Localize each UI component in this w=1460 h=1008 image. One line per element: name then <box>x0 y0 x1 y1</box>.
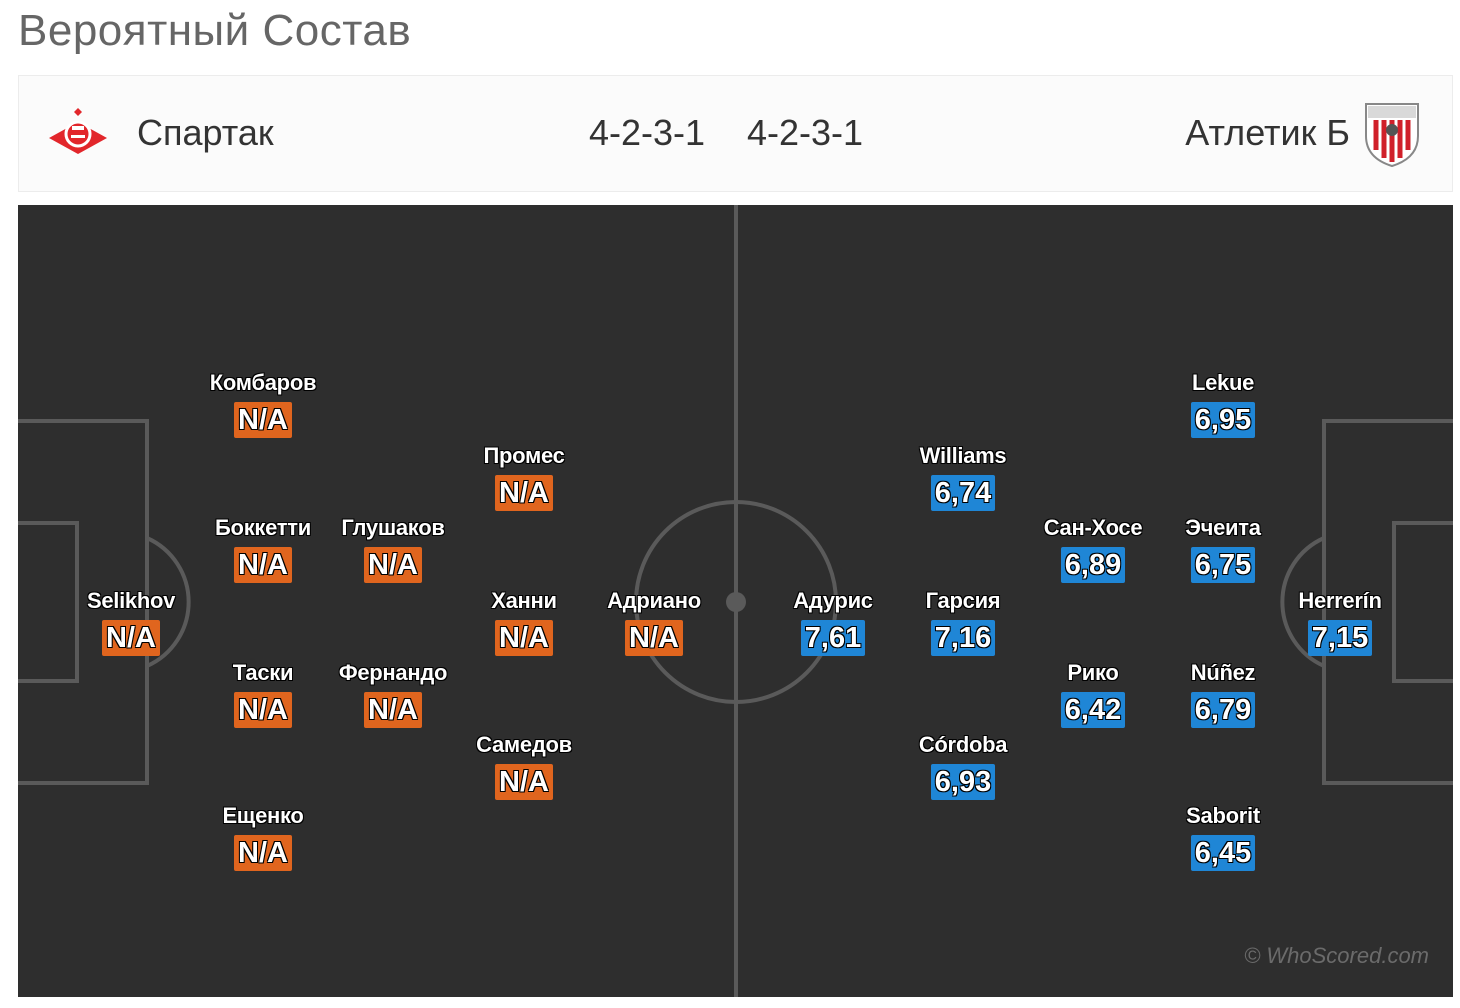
player-rating: N/A <box>495 764 553 800</box>
player-name: Williams <box>919 443 1007 468</box>
player-rating: N/A <box>234 692 292 728</box>
home-player-attacking-mid[interactable]: Ханни N/A <box>444 588 604 656</box>
away-player-defensive-mid[interactable]: Сан-Хосе 6,89 <box>1013 515 1173 583</box>
away-player-right-winger[interactable]: Williams 6,74 <box>883 443 1043 511</box>
player-rating: N/A <box>495 475 553 511</box>
home-player-right-winger[interactable]: Самедов N/A <box>444 732 604 800</box>
player-name: Selikhov <box>86 588 176 613</box>
player-rating: N/A <box>625 620 683 656</box>
player-rating: N/A <box>234 547 292 583</box>
player-rating: 6,74 <box>930 475 996 511</box>
away-player-right-back[interactable]: Lekue 6,95 <box>1143 370 1303 438</box>
player-rating: 7,16 <box>930 620 996 656</box>
away-player-left-winger[interactable]: Córdoba 6,93 <box>883 732 1043 800</box>
player-name: Сан-Хосе <box>1043 515 1143 540</box>
player-name: Боккетти <box>215 515 311 540</box>
player-rating: N/A <box>102 620 160 656</box>
home-team-name[interactable]: Спартак <box>137 112 274 153</box>
player-rating: N/A <box>495 620 553 656</box>
away-player-striker[interactable]: Адурис 7,61 <box>753 588 913 656</box>
player-rating: 7,15 <box>1307 620 1373 656</box>
player-rating: 6,75 <box>1190 547 1256 583</box>
pitch-markings <box>18 205 1453 997</box>
player-name: Самедов <box>476 732 572 757</box>
player-rating: 6,93 <box>930 764 996 800</box>
home-player-defensive-mid[interactable]: Глушаков N/A <box>313 515 473 583</box>
player-name: Lekue <box>1191 370 1255 395</box>
athletic-bilbao-crest-icon[interactable] <box>1362 100 1422 168</box>
away-player-goalkeeper[interactable]: Herrerín 7,15 <box>1260 588 1420 656</box>
player-name: Ханни <box>491 588 557 613</box>
player-rating: 6,79 <box>1190 692 1256 728</box>
away-player-left-back[interactable]: Saborit 6,45 <box>1143 803 1303 871</box>
home-player-center-back[interactable]: Таски N/A <box>183 660 343 728</box>
player-name: Гарсия <box>925 588 1001 613</box>
home-player-left-winger[interactable]: Промес N/A <box>444 443 604 511</box>
player-name: Промес <box>483 443 565 468</box>
home-formation: 4-2-3-1 <box>589 112 706 153</box>
player-name: Saborit <box>1186 803 1260 828</box>
player-name: Глушаков <box>341 515 445 540</box>
player-rating: N/A <box>364 547 422 583</box>
player-name: Ещенко <box>222 803 304 828</box>
player-name: Адурис <box>793 588 873 613</box>
player-name: Комбаров <box>209 370 317 395</box>
player-rating: 7,61 <box>800 620 866 656</box>
away-formation: 4-2-3-1 <box>747 112 864 153</box>
home-player-left-back[interactable]: Комбаров N/A <box>183 370 343 438</box>
away-player-defensive-mid[interactable]: Рико 6,42 <box>1013 660 1173 728</box>
player-name: Núñez <box>1190 660 1256 685</box>
player-rating: N/A <box>234 402 292 438</box>
player-name: Рико <box>1067 660 1119 685</box>
watermark: © WhoScored.com <box>1244 943 1429 968</box>
player-name: Córdoba <box>918 732 1008 757</box>
player-name: Адриано <box>607 588 701 613</box>
away-team-name[interactable]: Атлетик Б <box>1185 112 1350 153</box>
away-player-center-back[interactable]: Эчеита 6,75 <box>1143 515 1303 583</box>
home-player-defensive-mid[interactable]: Фернандо N/A <box>313 660 473 728</box>
pitch: Selikhov N/A Комбаров N/A Боккетти N/A Т… <box>18 205 1453 997</box>
player-name: Таски <box>232 660 294 685</box>
home-player-goalkeeper[interactable]: Selikhov N/A <box>51 588 211 656</box>
player-rating: N/A <box>364 692 422 728</box>
team-header-bar: Спартак 4-2-3-1 4-2-3-1 Атлетик Б <box>18 75 1453 192</box>
home-player-center-back[interactable]: Боккетти N/A <box>183 515 343 583</box>
away-player-attacking-mid[interactable]: Гарсия 7,16 <box>883 588 1043 656</box>
player-rating: 6,42 <box>1060 692 1126 728</box>
player-name: Эчеита <box>1185 515 1261 540</box>
player-rating: 6,45 <box>1190 835 1256 871</box>
home-player-striker[interactable]: Адриано N/A <box>574 588 734 656</box>
player-rating: N/A <box>234 835 292 871</box>
page-title: Вероятный Состав <box>18 6 412 55</box>
player-name: Фернандо <box>338 660 448 685</box>
player-name: Herrerín <box>1298 588 1382 613</box>
player-rating: 6,95 <box>1190 402 1256 438</box>
away-player-center-back[interactable]: Núñez 6,79 <box>1143 660 1303 728</box>
player-rating: 6,89 <box>1060 547 1126 583</box>
spartak-logo-icon[interactable] <box>45 108 111 164</box>
home-player-right-back[interactable]: Ещенко N/A <box>183 803 343 871</box>
